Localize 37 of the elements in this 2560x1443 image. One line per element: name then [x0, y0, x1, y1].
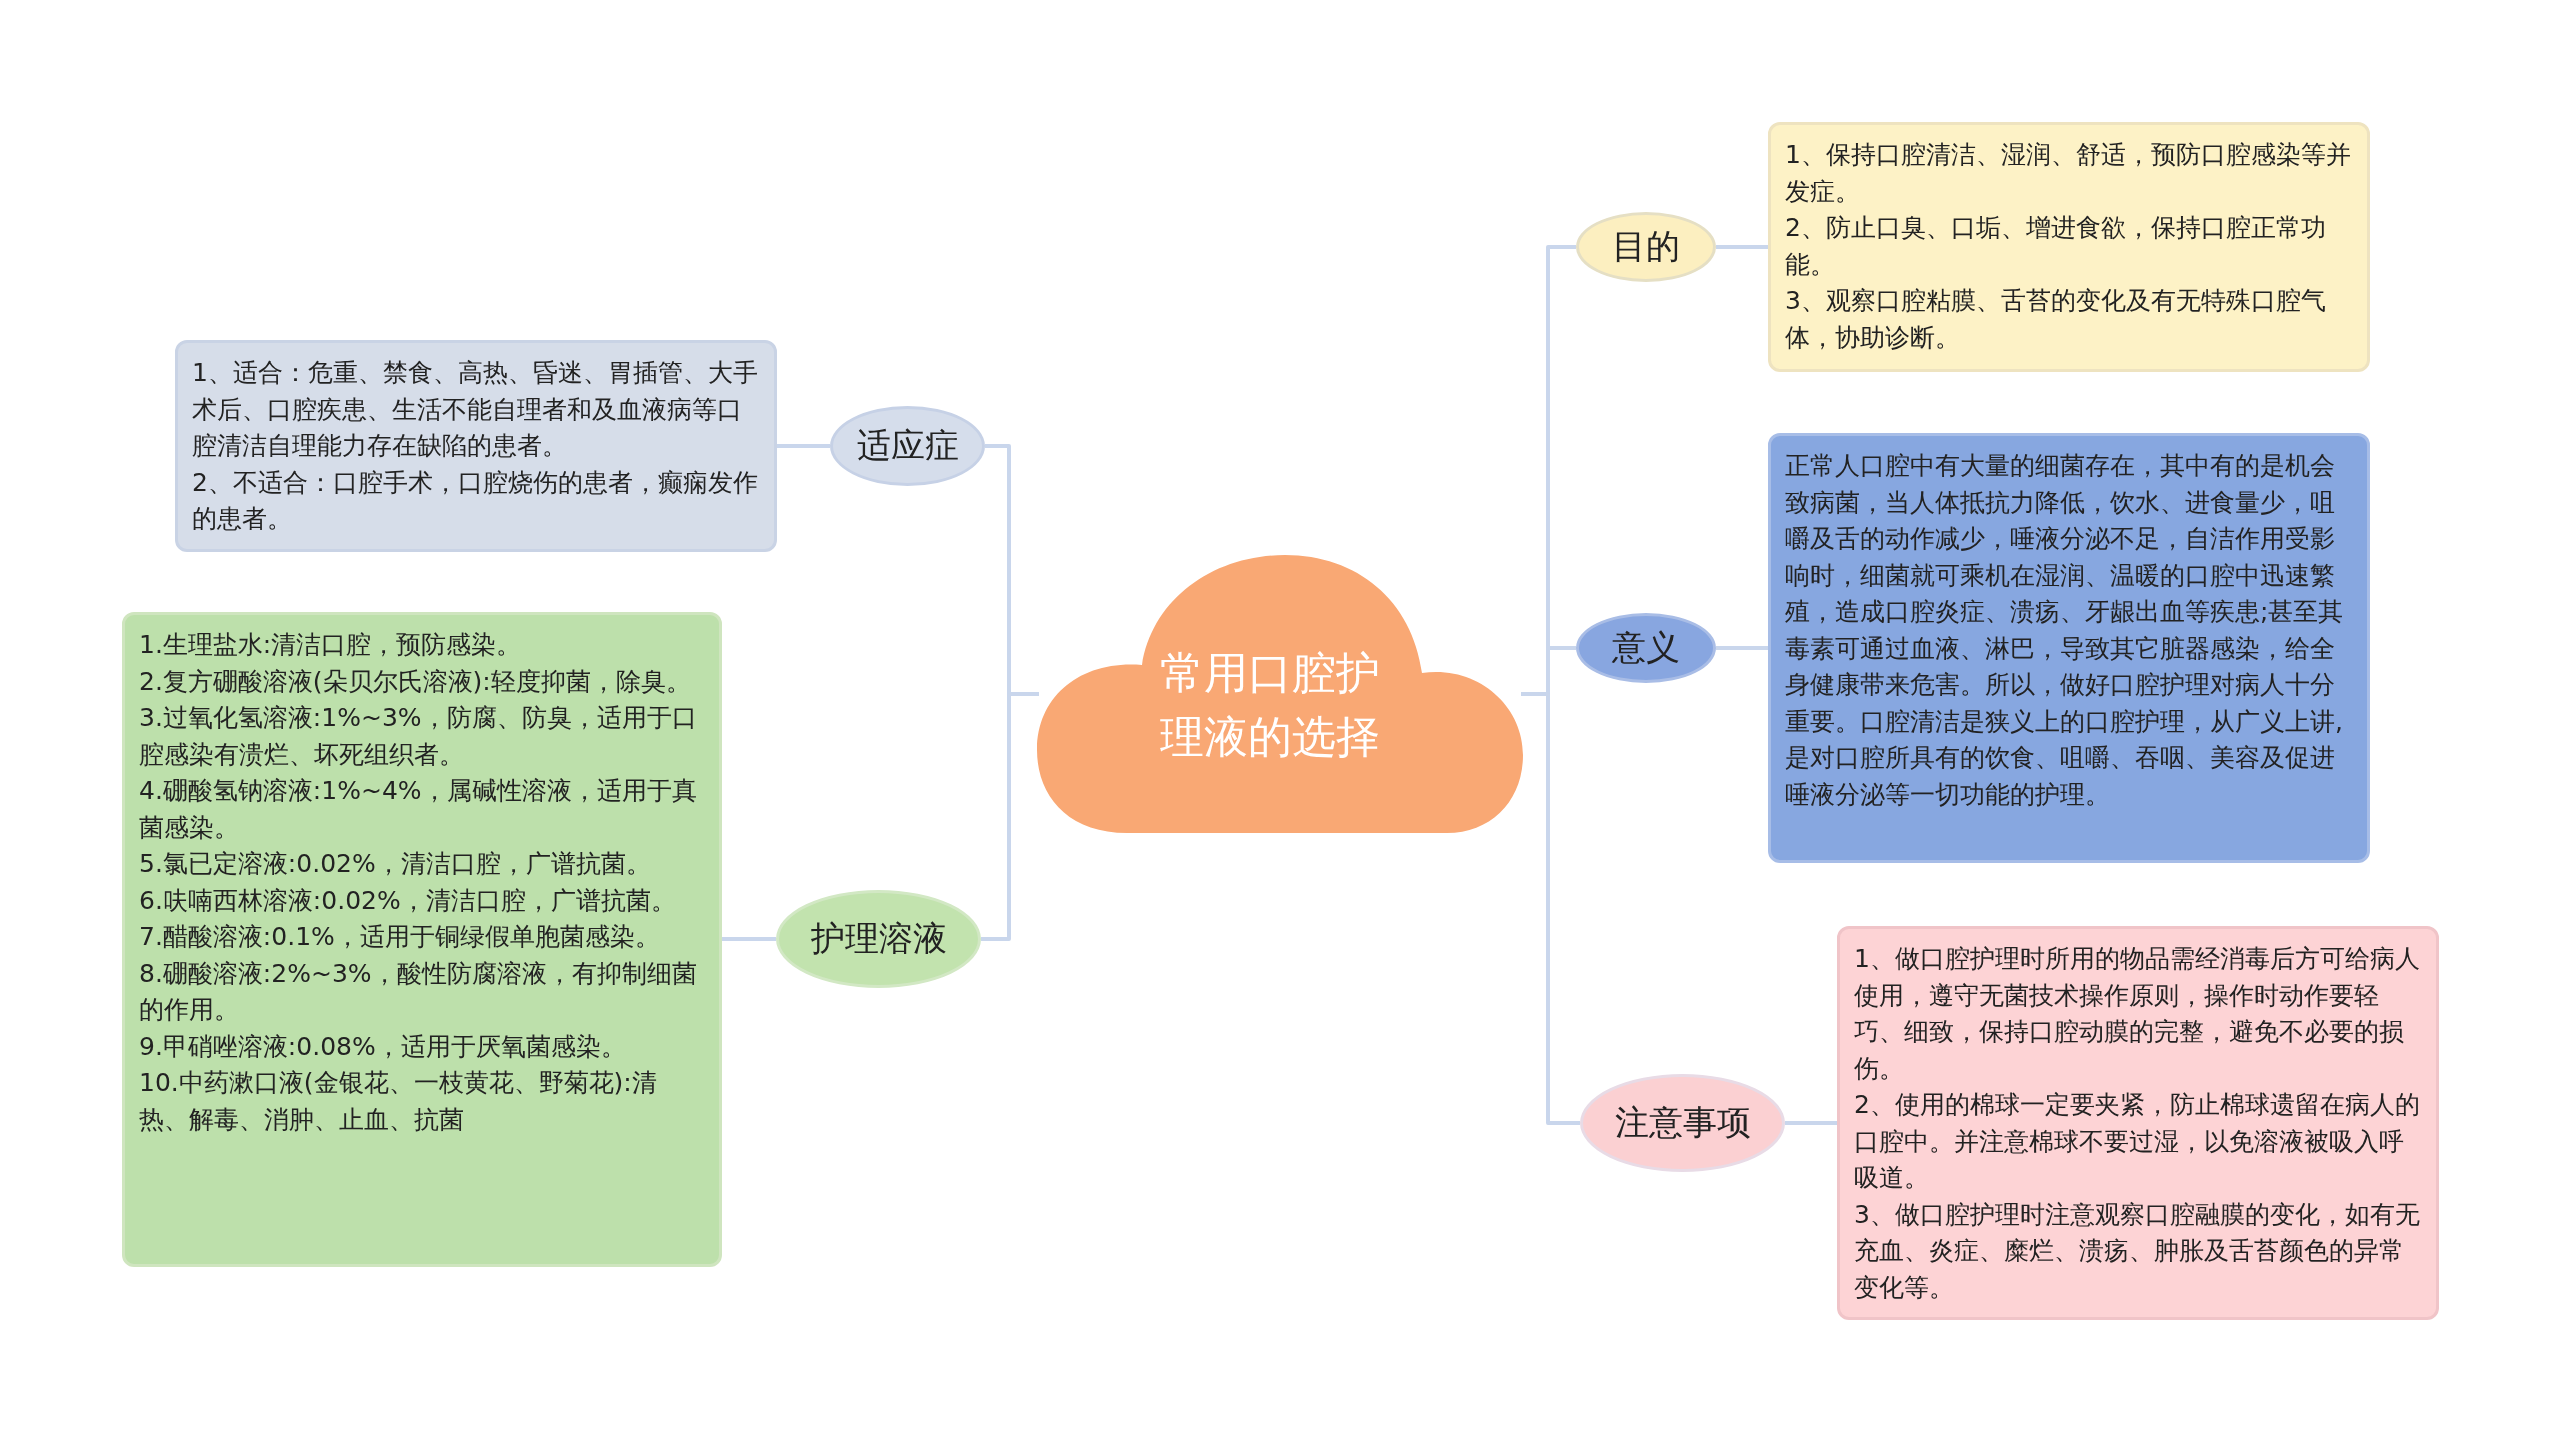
- note-card: [175, 340, 777, 552]
- text-paragraph: 8.硼酸溶液:2%~3%，酸性防腐溶液，有抑制细菌的作用。: [139, 957, 698, 1026]
- central-topic-cloud: [1037, 555, 1523, 835]
- text-paragraph: 6.呋喃西林溶液:0.02%，清洁口腔，广谱抗菌。: [139, 884, 677, 917]
- text-paragraph: 9.甲硝唑溶液:0.08%，适用于厌氧菌感染。: [139, 1030, 627, 1063]
- topic-label: 注意事项: [1614, 1101, 1751, 1144]
- text-paragraph: 2、防止口臭、口垢、增进食欲，保持口腔正常功能。: [1785, 212, 2327, 281]
- text-paragraph: 3.过氧化氢溶液:1%~3%，防腐、防臭，适用于口腔感染有溃烂、坏死组织者。: [139, 702, 698, 771]
- text-paragraph: 3、观察口腔粘膜、舌苔的变化及有无特殊口腔气体，协助诊断。: [1785, 285, 2327, 354]
- text-paragraph: 2、不适合：口腔手术，口腔烧伤的患者，癫痫发作的患者。: [192, 466, 759, 535]
- text-paragraph: 2.复方硼酸溶液(朵贝尔氏溶液):轻度抑菌，除臭。: [139, 665, 692, 698]
- note-card: [1768, 122, 2370, 372]
- connector-line: [722, 937, 776, 941]
- topic-label: 适应症: [856, 424, 959, 467]
- text-paragraph: 1、做口腔护理时所用的物品需经消毒后方可给病人使用，遵守无菌技术操作原则，操作时动作要轻巧、细致，保持口腔动膜的完整，避免不必要的损伤。: [1854, 943, 2421, 1085]
- connector-line: [1716, 245, 1768, 249]
- text-paragraph: 5.氯已定溶液:0.02%，清洁口腔，广谱抗菌。: [139, 848, 652, 880]
- topic-label: 意义: [1612, 626, 1680, 669]
- note-card: [122, 612, 722, 1267]
- topic-label: 护理溶液: [810, 917, 947, 960]
- note-card: [1837, 926, 2439, 1320]
- text-paragraph: 3、做口腔护理时注意观察口腔融膜的变化，如有无充血、炎症、糜烂、溃疡、肿胀及舌苔颜色的异常变化等。: [1854, 1198, 2421, 1304]
- text-paragraph: 1.生理盐水:清洁口腔，预防感染。: [139, 629, 523, 661]
- text-paragraph: 7.醋酸溶液:0.1%，适用于铜绿假单胞菌感染。: [139, 921, 661, 953]
- text-paragraph: 1、适合：危重、禁食、高热、昏迷、胃插管、大手术后、口腔疾患、生活不能自理者和及血液病等口腔清洁自理能力存在缺陷的患者。: [192, 357, 759, 462]
- text-paragraph: 10.中药漱口液(金银花、一枝黄花、野菊花):清热、解毒、消肿、止血、抗菌: [139, 1067, 658, 1136]
- connector-line: [777, 444, 830, 448]
- connector-line: [1785, 1121, 1837, 1125]
- connector-line: [1521, 692, 1580, 1125]
- connector-line: [1716, 646, 1768, 650]
- topic-label: 目的: [1612, 225, 1680, 268]
- text-paragraph: 正常人口腔中有大量的细菌存在，其中有的是机会致病菌，当人体抵抗力降低，饮水、进食量少，咀嚼及舌的动作减少，唾液分泌不足，自洁作用受影响时，细菌就可乘机在湿润、温暖的口腔中迅速繁殖，造成口腔炎症、溃疡、牙龈出血等疾患;甚至其毒素可通过血液、淋巴，导致其它脏器感染，给全身健康带来危害。所以，做好口腔护理对病人十分重要。口腔清洁是狭义上的口腔护理，从广义上讲,是对口腔所具有的饮食、咀嚼、吞咽、美容及促进唾液分泌等一切功能的护理。: [1785, 450, 2345, 811]
- note-card: [1768, 433, 2370, 863]
- text-paragraph: 1、保持口腔清洁、湿润、舒适，预防口腔感染等并发症。: [1785, 139, 2352, 208]
- text-paragraph: 2、使用的棉球一定要夹紧，防止棉球遗留在病人的口腔中。并注意棉球不要过湿，以免溶液被吸入呼吸道。: [1854, 1089, 2421, 1194]
- topic-title: 常用口腔护理液的选择: [1159, 646, 1381, 764]
- text-paragraph: 4.硼酸氢钠溶液:1%~4%，属碱性溶液，适用于真菌感染。: [139, 775, 698, 844]
